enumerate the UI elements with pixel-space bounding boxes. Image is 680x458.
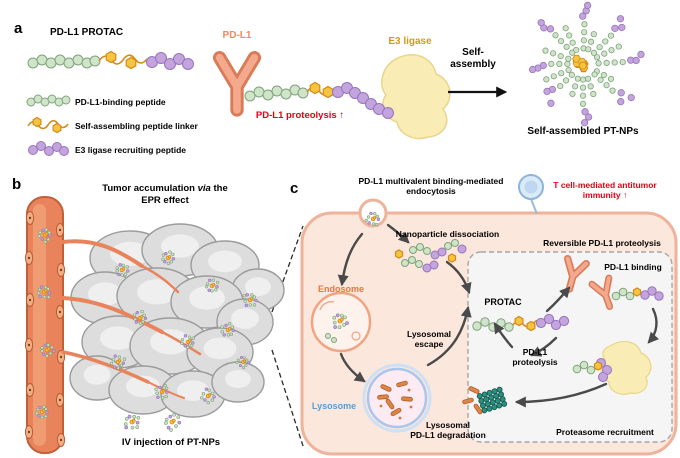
legend-icon-e3-peptide [28,141,69,156]
arrow-chain-to-proteolysis [529,336,558,357]
ptnps-label: Self-assembled PT-NPs [527,126,639,137]
iv-injection-label: IV injection of PT-NPs [121,437,221,448]
reversible-proteolysis-label: Reversible PD-L1 proteolysis [543,238,661,248]
legend-icon-linker [27,116,69,134]
arrow-endosome-to-lysosome [339,352,366,383]
self-assembly-label: Self-assembly [450,47,496,71]
lysosome-icon [362,363,432,433]
epr-title-via: via [197,183,211,194]
tcell-immunity-label: T cell-mediated antitumor immunity ↑ [553,180,657,201]
endosome-label: Endosome [317,284,364,294]
iv-injection-nanoparticles [123,412,182,432]
blood-vessel [24,196,66,454]
lysosome-label: Lysosome [311,401,357,411]
panel-c-letter: c [290,180,299,197]
protac-title: PD-L1 PROTAC [50,27,124,38]
pdl1-label: PD-L1 [222,30,252,41]
arrow-protac-to-binding [545,286,571,313]
legend-e3-peptide: E3 ligase recruiting peptide [75,145,187,155]
epr-title: Tumor accumulation via the EPR effect [100,183,230,206]
arrow-complex-to-e3 [647,307,659,344]
protac-label: PROTAC [484,297,522,307]
arrow-proteolysis-to-protac [493,322,514,349]
protac-chain-bound [244,81,394,119]
e3-ligase-label: E3 ligase [388,36,432,47]
endosome-icon [310,291,372,353]
panel-a-letter: a [14,20,23,37]
zoom-dash-line-bottom [271,349,304,447]
endocytosis-pocket [358,198,388,228]
protac-molecule [27,50,194,70]
arrow-lysosomal-escape [426,305,472,367]
dissociation-label: Nanoparticle dissociation [395,229,500,239]
pdl1-proteolysis-label: PD-L1 proteolysis [512,347,558,368]
legend-binding-peptide: PD-L1-binding peptide [75,97,166,107]
zoom-dash-line-top [271,225,304,313]
lysosomal-degradation-line2: PD-L1 degradation [410,430,486,441]
endocytosed-nanoparticle-icon [364,211,381,227]
degraded-pdl1-fragments [462,386,483,415]
legend-icon-binding-peptide [26,94,71,107]
nanoparticles-in-tumor [109,250,258,405]
pdl1-receptor-icon [212,51,262,117]
epr-title-pre: Tumor accumulation [102,183,198,194]
tumor-mass [69,223,285,418]
legend-linker: Self-assembling peptide linker [75,121,198,131]
nanoparticles-in-vessel [35,228,56,420]
epr-title-post: the EPR effect [141,183,228,206]
proteasome-icon [476,386,508,414]
pdl1-binding-label: PD-L1 binding [604,262,662,272]
arrow-e3-to-proteasome [514,382,608,408]
panel-b-letter: b [12,176,22,193]
e3-ligase-blob-box [572,340,652,395]
lysosomal-escape-label: Lysosomal escape [406,329,452,350]
pdl1-protac-complex [588,274,664,310]
e3-ligase-blob [381,54,451,140]
lysosomal-degradation-line1: Lysosomal [425,420,471,430]
protac-chain-box [472,313,570,332]
endocytosis-label: PD-L1 multivalent binding-mediated endoc… [358,176,504,197]
t-cell-icon [518,174,544,215]
pt-np-icon [528,1,645,127]
proteasome-recruitment-label: Proteasome recruitment [556,427,654,437]
dissociated-peptide-fragments [394,239,467,273]
arrow-pocket-to-dissociation [386,223,410,244]
proteolysis-up-label: PD-L1 proteolysis ↑ [255,110,345,121]
arrow-pocket-to-endosome [337,232,364,287]
arrow-dissociation-to-box [445,260,472,295]
